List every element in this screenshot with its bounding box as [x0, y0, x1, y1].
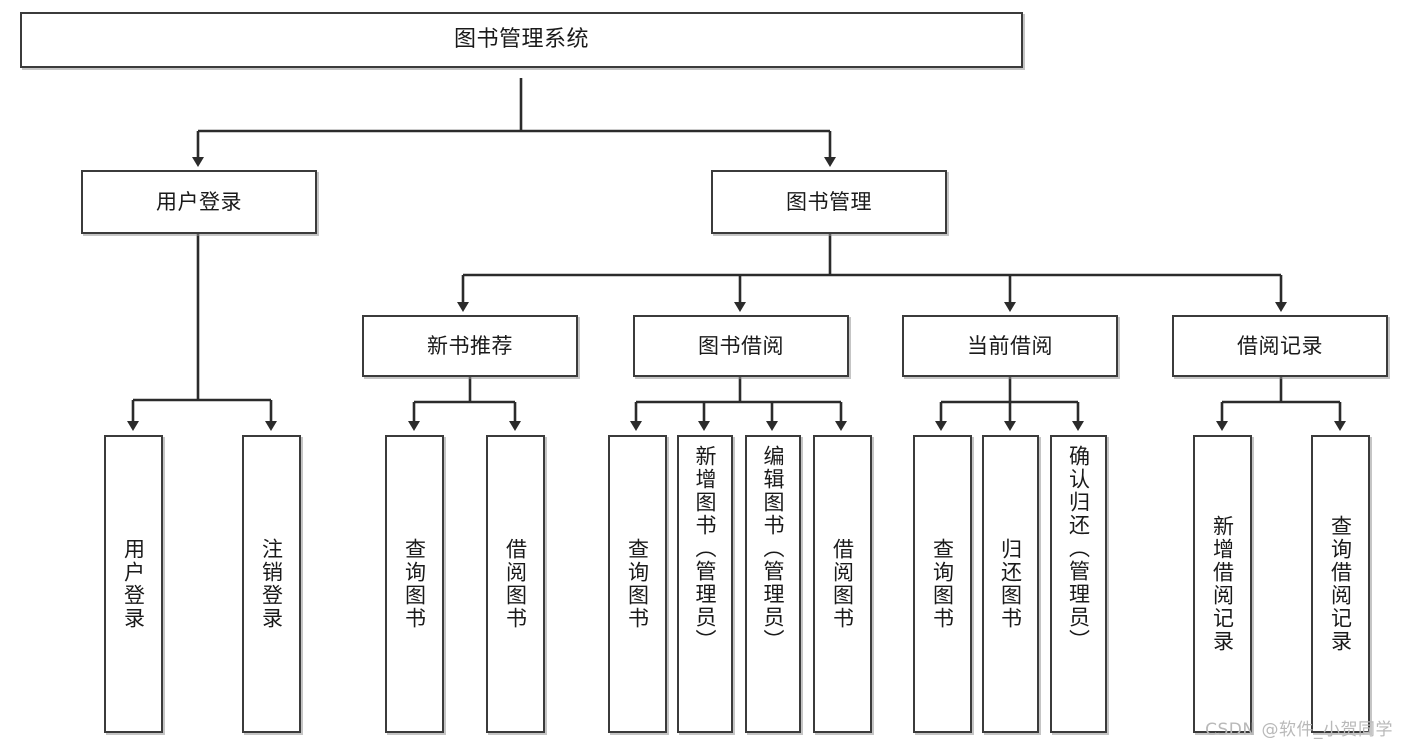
- node-current-borrow[interactable]: 当前借阅: [902, 315, 1118, 377]
- node-leaf-return-book[interactable]: 归还图书: [982, 435, 1039, 733]
- node-label: 新增图书（管理员）: [693, 445, 718, 652]
- node-leaf-borrow-book[interactable]: 借阅图书: [813, 435, 872, 733]
- node-label: 查询借阅记录: [1328, 515, 1353, 653]
- csdn-watermark: CSDN @软件_小贺同学: [1205, 720, 1393, 740]
- node-label: 用户登录: [121, 538, 146, 630]
- node-label: 图书管理: [786, 189, 872, 214]
- node-book-borrow[interactable]: 图书借阅: [633, 315, 849, 377]
- node-label: 图书管理系统: [453, 26, 589, 52]
- node-label: 注销登录: [259, 538, 284, 630]
- node-label: 当前借阅: [967, 333, 1053, 358]
- node-label: 用户登录: [156, 189, 242, 214]
- node-leaf-user-login[interactable]: 用户登录: [104, 435, 163, 733]
- node-label: 借阅图书: [830, 538, 855, 630]
- node-label: 新增借阅记录: [1210, 515, 1235, 653]
- node-leaf-add-borrow-record[interactable]: 新增借阅记录: [1193, 435, 1252, 733]
- node-new-book-recommend[interactable]: 新书推荐: [362, 315, 578, 377]
- node-label: 查询图书: [402, 538, 427, 630]
- node-label: 查询图书: [930, 538, 955, 630]
- node-borrow-record[interactable]: 借阅记录: [1172, 315, 1388, 377]
- node-leaf-borrow-book-recommend[interactable]: 借阅图书: [486, 435, 545, 733]
- node-label: 归还图书: [998, 538, 1023, 630]
- node-user-login-module[interactable]: 用户登录: [81, 170, 317, 234]
- node-label: 查询图书: [625, 538, 650, 630]
- node-leaf-edit-book-admin[interactable]: 编辑图书（管理员）: [745, 435, 801, 733]
- node-label: 借阅记录: [1237, 333, 1323, 358]
- node-label: 借阅图书: [503, 538, 528, 630]
- node-label: 新书推荐: [427, 333, 513, 358]
- node-label: 图书借阅: [698, 333, 784, 358]
- node-leaf-query-book-borrow[interactable]: 查询图书: [608, 435, 667, 733]
- node-leaf-query-borrow-record[interactable]: 查询借阅记录: [1311, 435, 1370, 733]
- node-leaf-query-book-recommend[interactable]: 查询图书: [385, 435, 444, 733]
- node-label: 编辑图书（管理员）: [761, 445, 786, 652]
- node-label: 确认归还（管理员）: [1066, 445, 1091, 652]
- node-leaf-confirm-return-admin[interactable]: 确认归还（管理员）: [1050, 435, 1107, 733]
- node-leaf-query-book-current[interactable]: 查询图书: [913, 435, 972, 733]
- node-book-management-module[interactable]: 图书管理: [711, 170, 947, 234]
- node-leaf-logout[interactable]: 注销登录: [242, 435, 301, 733]
- node-leaf-add-book-admin[interactable]: 新增图书（管理员）: [677, 435, 733, 733]
- node-root-system[interactable]: 图书管理系统: [20, 12, 1023, 68]
